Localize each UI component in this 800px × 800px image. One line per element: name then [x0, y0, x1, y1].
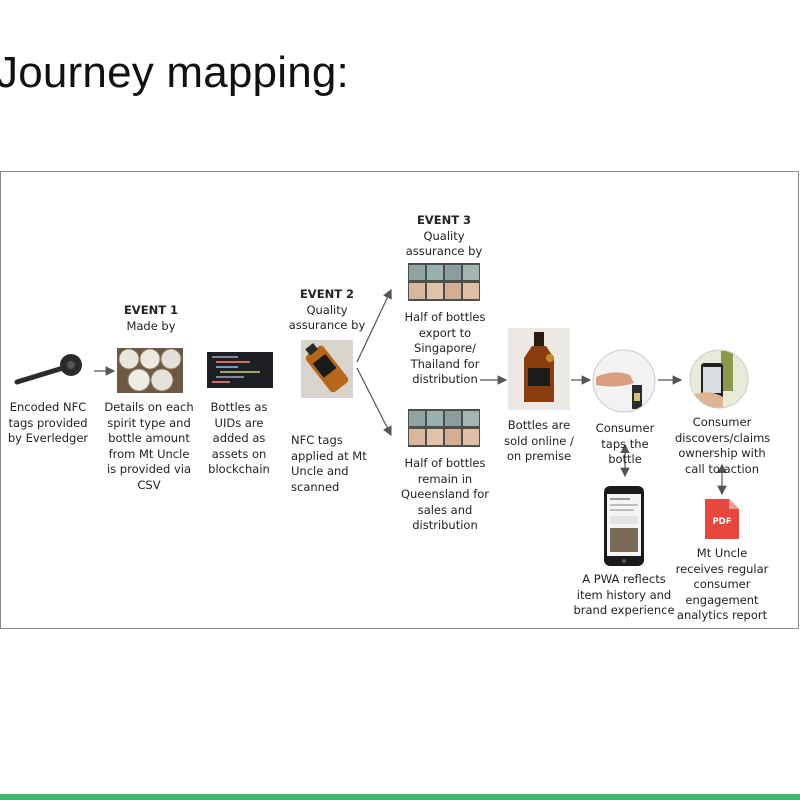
arrow-to-event3-remain	[356, 367, 392, 437]
whisky-bottle-photo	[508, 328, 570, 410]
slide-title: Journey mapping:	[0, 48, 349, 97]
journey-diagram: PDF Encoded NFC tags provided by Everled…	[0, 171, 799, 629]
nfc-tags-label: Encoded NFC tags provided by Everledger	[7, 400, 89, 445]
pdf-icon: PDF	[705, 499, 739, 539]
arrow-to-event3-export	[356, 288, 392, 363]
consumer-claims-label: Consumer discovers/claims ownership with…	[675, 415, 771, 476]
export-half-label: Half of bottles export to Singapore/ Tha…	[404, 310, 486, 386]
event3-sub: Quality assurance by	[405, 228, 483, 259]
details-csv-label: Details on each spirit type and bottle a…	[104, 400, 194, 492]
consumer-taps-label: Consumer taps the bottle	[595, 421, 655, 466]
uids-blockchain-label: Bottles as UIDs are added as assets on b…	[208, 400, 270, 476]
event3-heading: EVENT 3	[416, 213, 472, 227]
nfc-applied-label: NFC tags applied at Mt Uncle and scanned	[291, 433, 367, 494]
nfc-tag-icon	[14, 354, 82, 385]
event2-sub: Quality assurance by	[288, 302, 366, 333]
pwa-label: A PWA reflects item history and brand ex…	[573, 572, 675, 617]
event3-label: EVENT 3 Quality assurance by	[403, 213, 485, 260]
event2-label: EVENT 2 Quality assurance by	[286, 287, 368, 334]
event1-sub: Made by	[126, 318, 176, 333]
event1-heading: EVENT 1	[123, 303, 179, 317]
event2-heading: EVENT 2	[299, 287, 355, 301]
event1-label: EVENT 1 Made by	[111, 303, 191, 334]
mobile-phone-icon	[604, 486, 644, 566]
phone-claim-photo	[689, 349, 749, 409]
crates-photo-top	[408, 263, 480, 301]
crates-photo-bottom	[408, 409, 480, 447]
pdf-icon-text: PDF	[712, 517, 731, 527]
remain-half-label: Half of bottles remain in Queensland for…	[400, 456, 490, 532]
connector-arrows	[94, 288, 727, 496]
bottles-sold-label: Bottles are sold online / on premise	[504, 418, 574, 463]
code-screen-photo	[207, 352, 273, 388]
bottle-closeup-photo	[301, 340, 353, 398]
hand-tap-photo	[592, 349, 656, 413]
accent-bar	[0, 794, 800, 800]
report-label: Mt Uncle receives regular consumer engag…	[675, 546, 769, 622]
barrels-photo	[117, 348, 183, 393]
